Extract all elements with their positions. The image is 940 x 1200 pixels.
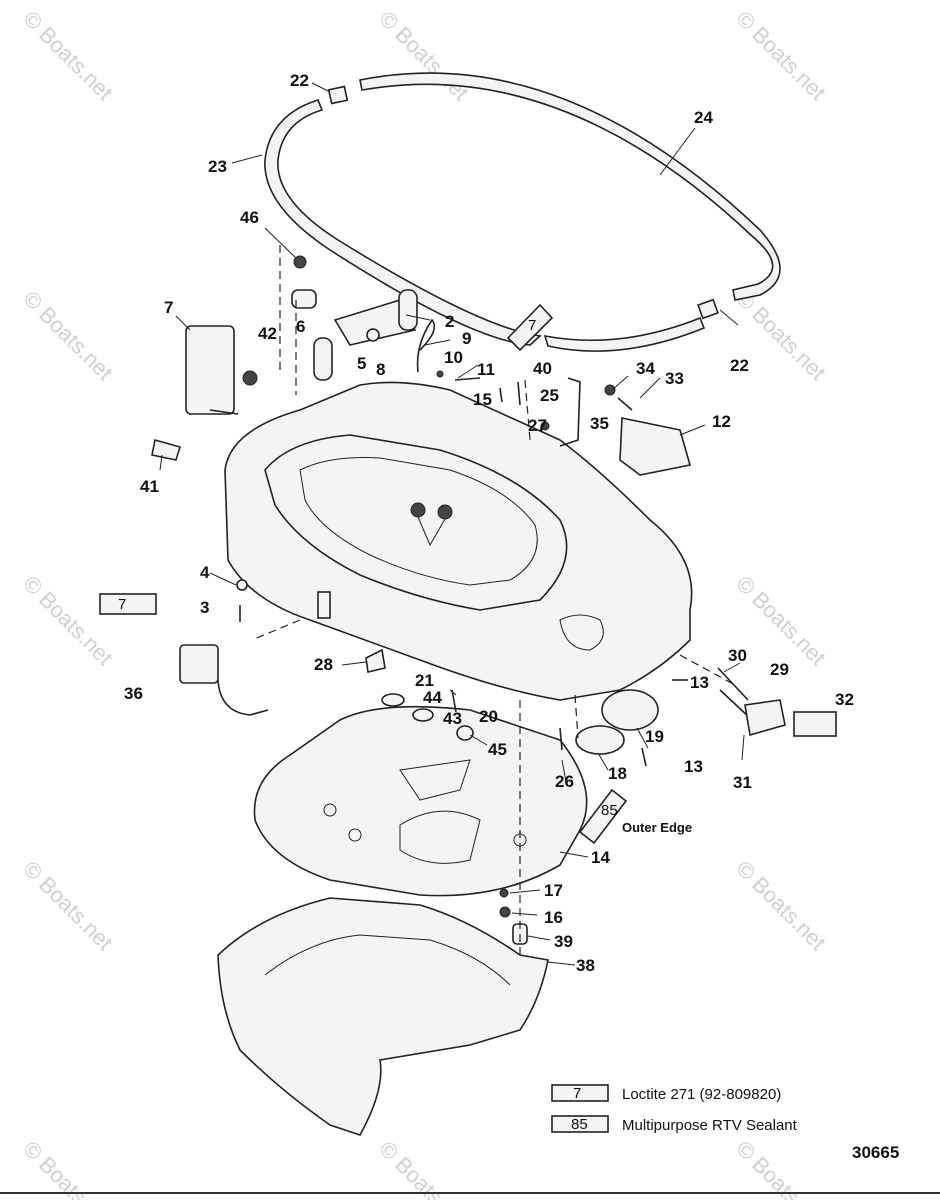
callout-34: 34 <box>636 359 655 378</box>
watermark: © Boats.net <box>18 6 117 105</box>
callout-32: 32 <box>835 690 854 709</box>
legend-rtv-text: Multipurpose RTV Sealant <box>622 1117 798 1134</box>
leader-lines <box>159 82 745 966</box>
watermark: © Boats.net <box>731 1136 830 1200</box>
callout-35: 35 <box>590 414 609 433</box>
legend-item-rtv: 85 Multipurpose RTV Sealant <box>551 1115 798 1134</box>
callout-4: 4 <box>200 563 210 582</box>
callout-26: 26 <box>555 772 574 791</box>
callout-13-upper: 13 <box>690 673 709 692</box>
callout-22-right: 22 <box>730 356 749 375</box>
callout-23: 23 <box>208 157 227 176</box>
callout-44: 44 <box>423 688 442 707</box>
callout-7: 7 <box>164 298 173 317</box>
legend-item-loctite: 7 Loctite 271 (92-809820) <box>551 1084 781 1103</box>
svg-text:85: 85 <box>571 1116 588 1133</box>
callout-6: 6 <box>296 317 305 336</box>
legend: 7 Loctite 271 (92-809820) 85 Multipurpos… <box>551 1084 798 1134</box>
callout-13-lower: 13 <box>684 757 703 776</box>
callout-42: 42 <box>258 324 277 343</box>
rtv-tube: 85 <box>578 788 628 845</box>
callout-18: 18 <box>608 764 627 783</box>
bottom-border <box>0 1192 940 1194</box>
watermark: © Boats.net <box>374 6 473 105</box>
callout-19: 19 <box>645 727 664 746</box>
callout-20: 20 <box>479 707 498 726</box>
callout-43: 43 <box>443 709 462 728</box>
callout-17: 17 <box>544 881 563 900</box>
callout-31: 31 <box>733 773 752 792</box>
callout-8: 8 <box>376 360 385 379</box>
adapter-plate <box>253 705 588 897</box>
callout-41: 41 <box>140 477 159 496</box>
watermark: © Boats.net <box>18 571 117 670</box>
callout-24: 24 <box>694 108 713 127</box>
watermark: © Boats.net <box>731 6 830 105</box>
callout-12: 12 <box>712 412 731 431</box>
lower-shroud <box>217 897 549 1136</box>
outer-edge-note: Outer Edge <box>622 820 692 835</box>
callout-33: 33 <box>665 369 684 388</box>
callout-28: 28 <box>314 655 333 674</box>
callout-5: 5 <box>357 354 366 373</box>
svg-text:85: 85 <box>601 802 618 819</box>
callout-16: 16 <box>544 908 563 927</box>
callout-40: 40 <box>533 359 552 378</box>
cowl-seal <box>264 72 781 352</box>
callout-46: 46 <box>240 208 259 227</box>
callout-29: 29 <box>770 660 789 679</box>
sealant-tubes: 7 7 85 <box>99 303 628 845</box>
callout-38: 38 <box>576 956 595 975</box>
handle-part <box>185 325 235 415</box>
callout-22-top: 22 <box>290 71 309 90</box>
watermark: © Boats.net <box>18 286 117 385</box>
figure-number: 30665 <box>852 1143 899 1162</box>
callout-14: 14 <box>591 848 610 867</box>
svg-text:7: 7 <box>573 1085 581 1102</box>
bottom-cowl-pan <box>224 381 693 701</box>
callout-25: 25 <box>540 386 559 405</box>
callout-36: 36 <box>124 684 143 703</box>
svg-text:7: 7 <box>118 596 126 613</box>
callout-39: 39 <box>554 932 573 951</box>
guide-lines <box>251 245 736 960</box>
loctite-tube-left: 7 <box>99 593 157 615</box>
legend-loctite-text: Loctite 271 (92-809820) <box>622 1086 781 1103</box>
watermark: © Boats.net <box>374 1136 473 1200</box>
loctite-tube-top: 7 <box>506 303 554 352</box>
watermark: © Boats.net <box>731 856 830 955</box>
callout-45: 45 <box>488 740 507 759</box>
callout-11: 11 <box>477 360 495 379</box>
watermark: © Boats.net <box>18 1136 117 1200</box>
callout-labels: 22 24 23 46 7 2 6 42 9 5 8 10 11 40 34 3… <box>124 71 854 975</box>
callout-10: 10 <box>444 348 463 367</box>
callout-2: 2 <box>445 312 454 331</box>
callout-3: 3 <box>200 598 209 617</box>
callout-21: 21 <box>415 671 434 690</box>
svg-text:7: 7 <box>528 317 536 334</box>
small-parts <box>151 255 837 945</box>
callout-15: 15 <box>473 390 492 409</box>
callout-27: 27 <box>528 416 547 435</box>
callout-9: 9 <box>462 329 471 348</box>
callout-30: 30 <box>728 646 747 665</box>
watermark: © Boats.net <box>18 856 117 955</box>
